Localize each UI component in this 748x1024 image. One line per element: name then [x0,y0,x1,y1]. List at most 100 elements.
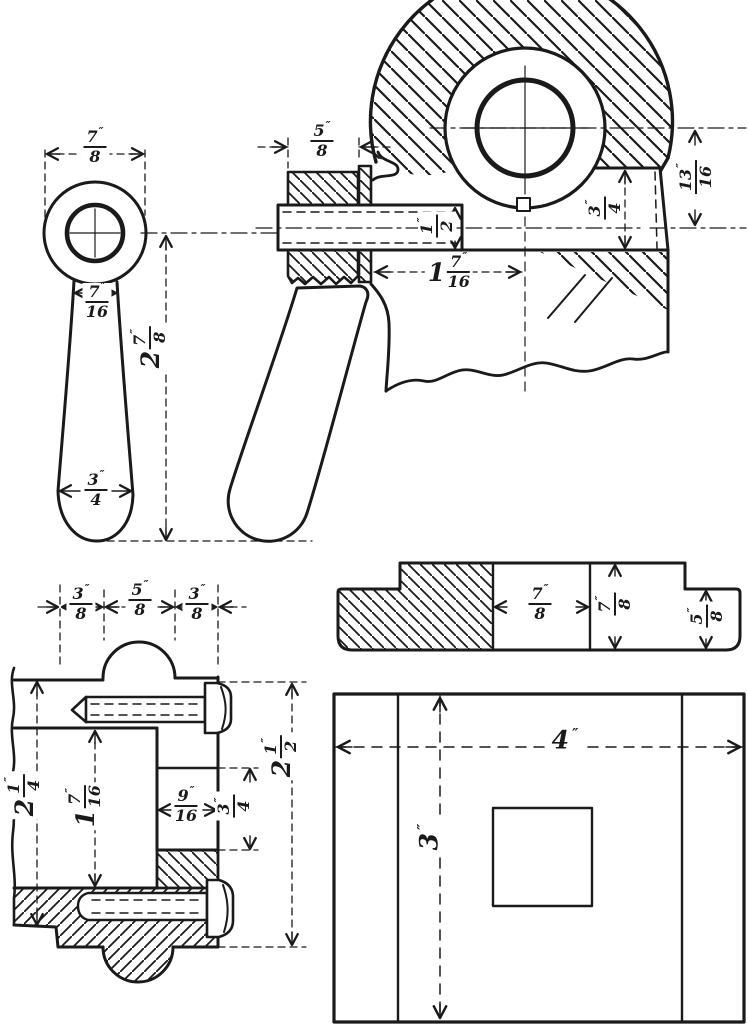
numerator: 5 [687,613,706,625]
fraction: 1″ 2 [259,734,300,758]
inch-mark: ″ [593,595,606,601]
whole-number: 2 [135,350,165,369]
inch-mark: ″ [99,468,105,481]
whole-number: 2 [9,798,39,817]
dim-boss-center: 1 7″ 16 [424,250,474,291]
inch-mark: ″ [128,328,141,334]
denominator: 8 [89,147,101,166]
denominator: 16 [85,302,109,321]
fraction: 13″16 [674,159,715,195]
denominator: 4 [234,800,253,812]
fraction: 7″ 8 [128,325,169,349]
inch-mark: ″ [674,162,687,168]
denominator: 8 [191,604,203,623]
inch-mark: ″ [212,797,225,803]
inch-mark: ″ [543,582,549,595]
inch-mark: ″ [189,784,195,797]
plate-plan-view [332,692,746,1024]
dim-gland-width: 5″ 8 [307,119,337,160]
dim-lever-neck-width: 7″ 16 [82,280,112,321]
dim-bar-height: 7″ 8 [593,589,634,619]
dim-bar-mid-width: 7″8 [525,582,555,623]
denominator: 4 [24,779,43,791]
dim-plate-height: 3″ [415,820,444,854]
numerator: 7 [130,334,149,346]
inch-mark: ″ [143,578,149,591]
numerator: 7 [88,282,100,301]
inch-mark: ″ [325,119,331,132]
fraction: 7″ 16 [63,784,104,808]
numerator: 13 [676,168,695,192]
denominator: 8 [707,610,726,622]
inch-mark: ″ [98,125,104,138]
dim-clamp-slot-width: 9″16 [171,784,201,825]
inch-mark: ″ [462,250,468,263]
dim-clamp-left-step: 3″8 [66,583,96,623]
assembly-section-view [226,0,747,543]
dim-lever-length: 2 7″ 8 [128,322,169,372]
fraction: 5″ 8 [310,119,334,160]
dim-clamp-overall-height: 2 1″ 2 [259,731,300,781]
dim-shaft-diameter: 1″ 2 [415,211,456,241]
numerator: 3 [214,803,233,815]
denominator: 8 [615,598,634,610]
numerator: 1 [261,743,280,755]
denominator: 8 [75,604,87,623]
dim-bar-end-height: 5″8 [685,601,726,631]
dim-plate-width: 4″ [548,726,582,754]
fraction: 7″ 16 [85,280,109,321]
fraction: 7″ 8 [593,592,634,616]
inch-mark: ″ [415,217,428,223]
numerator: 3 [87,470,99,489]
dim-clamp-slot-height: 3″ 4 [212,791,253,821]
denominator: 16 [447,272,470,291]
numerator: 1 [417,223,436,235]
denominator: 8 [316,141,328,160]
numerator: 5 [313,121,325,140]
numerator: 7 [450,252,462,271]
fraction: 3″ 4 [212,794,253,818]
inch-mark: ″ [415,823,431,830]
denominator: 2 [437,220,456,232]
denominator: 2 [281,740,300,752]
fraction: 5″ 8 [128,578,152,619]
fraction: 3″ 8 [185,582,209,623]
fraction: 7″ 16 [447,250,471,291]
whole-number: 2 [266,759,296,778]
numerator: 1 [4,782,23,794]
fraction: 5″8 [685,604,726,628]
dim-center-offset: 13″16 [674,156,715,198]
dim-clamp-right-step: 3″ 8 [182,582,212,623]
inch-mark: ″ [572,726,579,742]
fraction: 3″ 4 [84,468,108,509]
inch-mark: ″ [583,199,596,205]
fraction: 7″8 [528,582,552,623]
dim-clamp-dome-width: 5″ 8 [125,578,155,619]
whole-number: 1 [70,809,100,828]
denominator: 8 [534,604,546,623]
numerator: 7 [65,793,84,805]
dim-clamp-body-height: 2 1″ 4 [2,770,43,820]
denominator: 4 [90,490,102,509]
denominator: 8 [150,331,169,343]
dim-clamp-screw-depth: 1 7″ 16 [63,781,104,831]
inch-mark: ″ [100,280,106,293]
numerator: 9 [177,786,189,805]
whole-number: 1 [427,257,446,287]
numerator: 5 [131,580,143,599]
inch-mark: ″ [63,787,76,793]
numerator: 3 [188,584,200,603]
bar-section-view [336,561,742,652]
inch-mark: ″ [2,776,15,782]
denominator: 8 [134,600,146,619]
fraction: 9″16 [174,784,198,824]
denominator: 4 [605,202,624,214]
inch-mark: ″ [200,582,206,595]
numerator: 7 [595,601,614,613]
dim-plate-thickness: 3″4 [583,193,624,223]
fraction: 1″ 4 [2,773,43,797]
inch-mark: ″ [259,737,272,743]
denominator: 16 [85,785,104,808]
